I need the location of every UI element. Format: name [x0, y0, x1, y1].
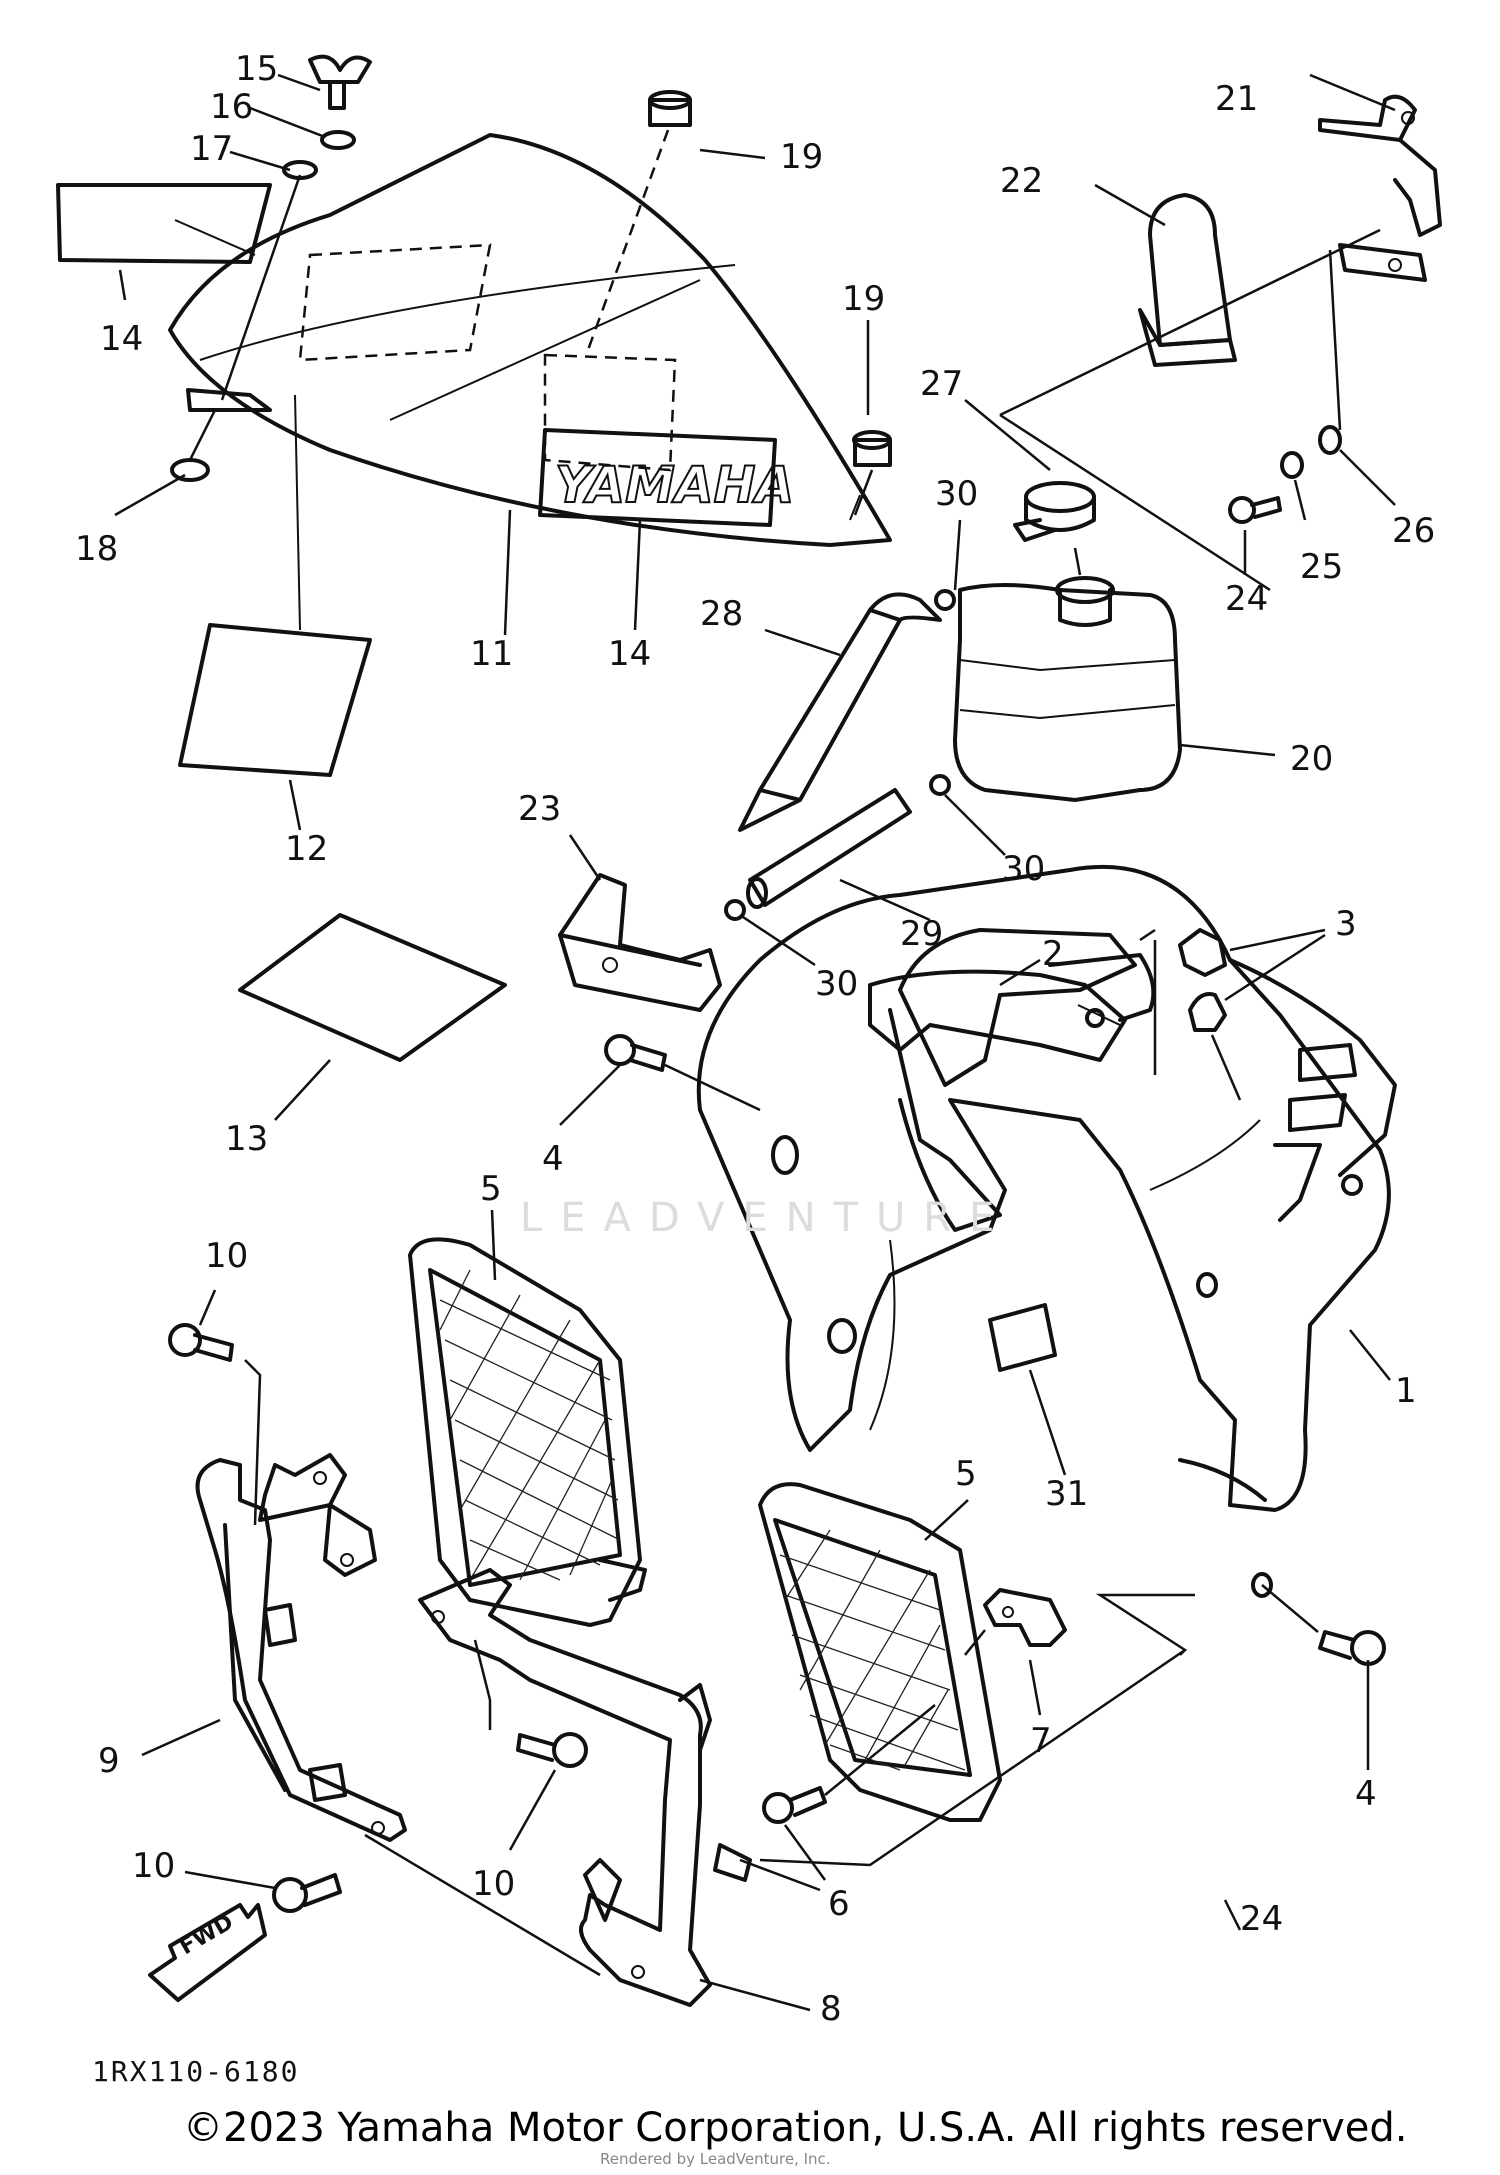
hose-part-29 [746, 788, 912, 909]
cap-part-3b [1188, 992, 1227, 1032]
callout-29: 29 [900, 914, 943, 954]
clamp-part-30b [929, 774, 951, 796]
callout-14a: 14 [100, 319, 143, 359]
callout-11: 11 [470, 634, 513, 674]
callout-5a: 5 [480, 1169, 502, 1209]
radiator-grille-part-5b [758, 1482, 1002, 1822]
callout-4a: 4 [542, 1139, 564, 1179]
callout-10c: 10 [132, 1846, 175, 1886]
callout-12: 12 [285, 829, 328, 869]
callout-13: 13 [225, 1119, 268, 1159]
callout-20: 20 [1290, 739, 1333, 779]
guard-bracket-9 [258, 1453, 377, 1577]
clamp-part-30c [724, 899, 746, 921]
guard-part-8 [418, 1568, 752, 2007]
fwd-label: FWD [176, 1910, 238, 1960]
callout-5b: 5 [955, 1454, 977, 1494]
bracket-part-21 [1318, 94, 1442, 282]
callout-17: 17 [190, 129, 233, 169]
callout-25: 25 [1300, 547, 1343, 587]
washer-part-25 [1280, 451, 1304, 479]
sheet-part-13 [238, 913, 507, 1062]
bolt-part-24 [1228, 496, 1282, 524]
callout-19b: 19 [842, 279, 885, 319]
callout-18: 18 [75, 529, 118, 569]
washer-part-16 [320, 130, 356, 150]
sticker-part-31 [988, 1303, 1057, 1372]
clip-part-7 [983, 1588, 1067, 1647]
grommet-part-19a [648, 90, 692, 127]
bolt-part-4b [1318, 1630, 1386, 1666]
yamaha-decal-text: YAMAHA [555, 456, 794, 514]
forward-direction-arrow-icon: FWD [148, 1903, 267, 2002]
diagram-code: 1RX110-6180 [92, 2055, 300, 2088]
callout-30c: 30 [815, 964, 858, 1004]
callout-9: 9 [98, 1741, 120, 1781]
callout-19a: 19 [780, 137, 823, 177]
render-credit: Rendered by LeadVenture, Inc. [600, 2150, 831, 2168]
watermark-text: LEADVENTURE [520, 1195, 1013, 1241]
bolt-part-10a [168, 1323, 234, 1362]
callout-layer: 21 22 15 16 17 19 19 14 18 11 14 12 13 2… [75, 49, 1435, 2029]
shroud-part-2 [868, 953, 1156, 1062]
bolt-part-10c [272, 1873, 342, 1913]
sheet-part-12 [178, 623, 372, 777]
clamp-part-30a [934, 589, 956, 611]
callout-31: 31 [1045, 1474, 1088, 1514]
callout-8: 8 [820, 1989, 842, 2029]
top-cover-part-11: YAMAHA [168, 133, 892, 547]
wing-bolt-part-15 [308, 54, 372, 110]
callout-15: 15 [235, 49, 278, 89]
reservoir-cap-part-27 [1013, 481, 1096, 542]
callout-24-label: 24 [1225, 579, 1268, 619]
callout-21: 21 [1215, 79, 1258, 119]
copyright-notice: ©2023 Yamaha Motor Corporation, U.S.A. A… [183, 2105, 1408, 2151]
callout-28: 28 [700, 594, 743, 634]
radiator-grille-part-5a [408, 1237, 647, 1627]
callout-7: 7 [1030, 1721, 1052, 1761]
callout-3: 3 [1335, 904, 1357, 944]
callout-6: 6 [828, 1884, 850, 1924]
callout-27: 27 [920, 364, 963, 404]
front-shroud-part-1 [696, 864, 1397, 1598]
bolt-part-10b [516, 1732, 588, 1768]
nut-part-26 [1318, 425, 1342, 455]
callout-16: 16 [210, 87, 253, 127]
callout-10b: 10 [472, 1864, 515, 1904]
yamaha-decal-part-14: YAMAHA [538, 428, 795, 527]
callout-1: 1 [1395, 1371, 1417, 1411]
grommet-part-19b [852, 430, 892, 467]
callout-22: 22 [1000, 161, 1043, 201]
callout-14b: 14 [608, 634, 651, 674]
callout-26: 26 [1392, 511, 1435, 551]
guard-part-9 [195, 1458, 407, 1842]
callout-24: 24 [1240, 1899, 1283, 1939]
callout-4b: 4 [1355, 1774, 1377, 1814]
callout-2: 2 [1042, 934, 1064, 974]
callout-23: 23 [518, 789, 561, 829]
bracket-part-23 [558, 873, 722, 1012]
callout-30a: 30 [935, 474, 978, 514]
bolt-part-6 [762, 1786, 827, 1824]
overflow-hose-part-28 [738, 592, 942, 832]
callout-10a: 10 [205, 1236, 248, 1276]
reservoir-tank-part-20 [953, 576, 1182, 802]
cap-part-3a [1178, 928, 1227, 977]
callout-30b: 30 [1002, 849, 1045, 889]
washer-part-18 [170, 458, 210, 482]
bolt-part-4a [604, 1034, 667, 1072]
decal-sheet-part-14 [56, 183, 272, 264]
